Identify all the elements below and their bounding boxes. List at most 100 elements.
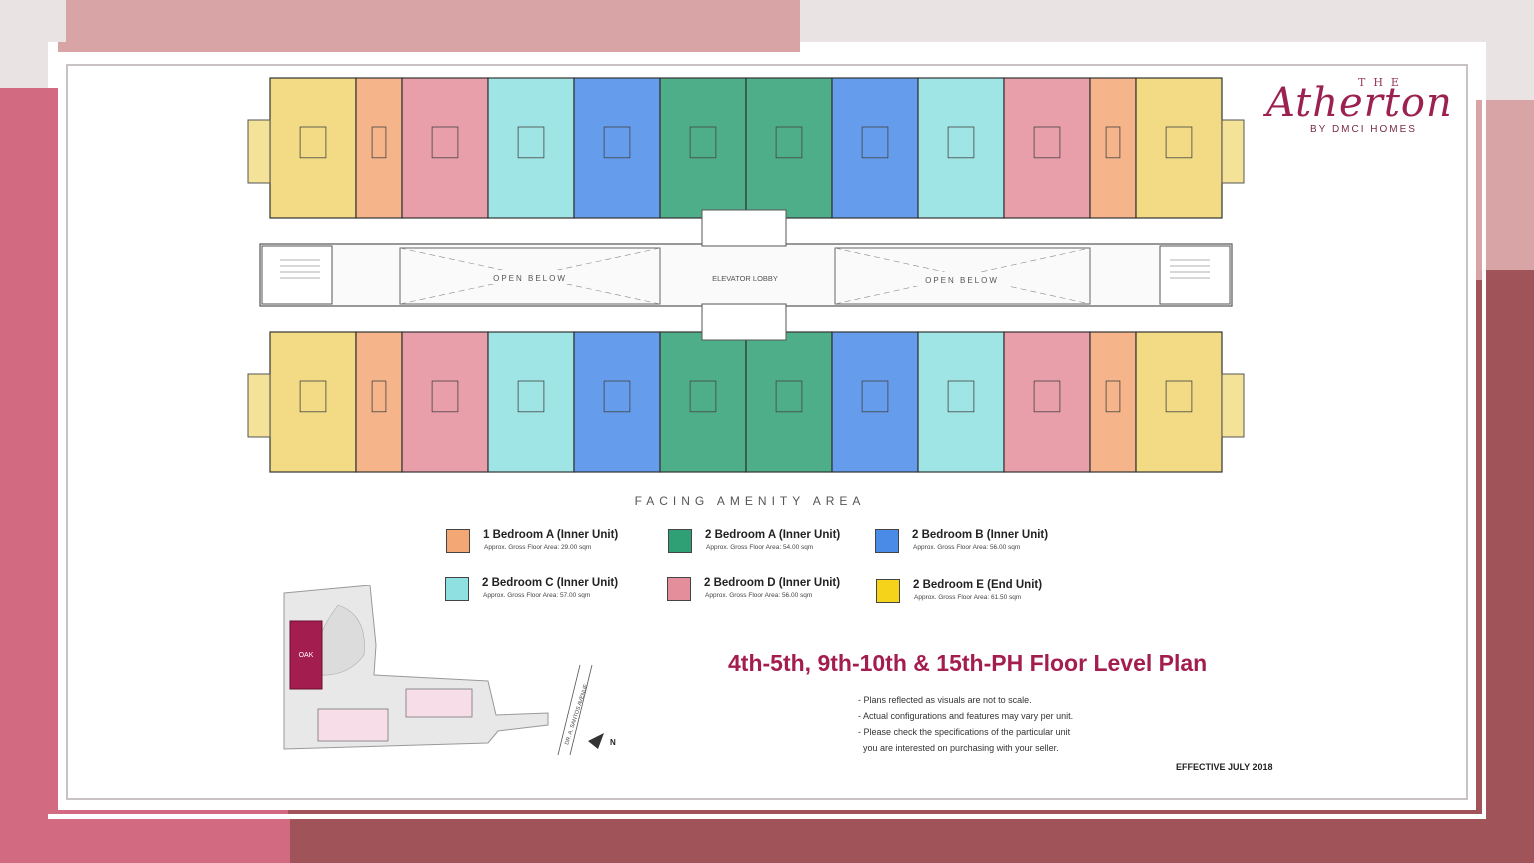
open-below-right-label: OPEN BELOW [925, 276, 999, 285]
unit-bath-detail [775, 380, 803, 413]
unit-two-br-b [831, 77, 919, 219]
unit-bath-detail [431, 380, 459, 413]
unit-one-br-a [355, 331, 403, 473]
open-below-left-label-bg [480, 270, 580, 284]
street-line-1 [557, 664, 581, 756]
unit-two-br-d [401, 331, 489, 473]
unit-two-br-e [269, 331, 357, 473]
elevator-shaft-bottom [701, 303, 787, 341]
bg-block-left-pink [0, 88, 48, 863]
frame-inner-border [66, 64, 1468, 800]
frame-strip-left-pink [48, 88, 60, 814]
unit-two-br-e [269, 77, 357, 219]
effective-date: EFFECTIVE JULY 2018 [1176, 762, 1273, 772]
legend-title: 2 Bedroom D (Inner Unit) [704, 577, 841, 589]
unit-bath-detail [299, 126, 327, 159]
units-top-row [247, 77, 1245, 219]
unit-two-br-c [487, 331, 575, 473]
legend-area: Approx. Gross Floor Area: 56.00 sqm [705, 592, 813, 599]
note-2: - Actual configurations and features may… [858, 711, 1074, 721]
site-building-3 [405, 688, 473, 718]
open-below-left-box [399, 247, 661, 305]
floor-plan: OPEN BELOW OPEN BELOW ELEVATOR LOBBY [247, 77, 1245, 473]
legend-title: 2 Bedroom C (Inner Unit) [482, 577, 619, 589]
stair-left [261, 245, 333, 305]
unit-one-br-a [1089, 331, 1137, 473]
unit-bath-detail [431, 126, 459, 159]
legend-title: 2 Bedroom B (Inner Unit) [912, 529, 1049, 541]
legend-swatch [668, 529, 692, 553]
legend-area: Approx. Gross Floor Area: 56.00 sqm [913, 544, 1021, 551]
street-line-2 [569, 664, 593, 756]
units-bottom-row [247, 331, 1245, 473]
north-arrow-icon [588, 733, 604, 749]
open-below-right-label-bg [912, 272, 1012, 286]
atherton-logo: Atherton THE BY DMCI HOMES [1262, 74, 1462, 144]
note-4: you are interested on purchasing with yo… [858, 743, 1059, 753]
elevator-lobby-label: ELEVATOR LOBBY [712, 274, 778, 283]
unit-two-br-d [1003, 77, 1091, 219]
unit-two-br-e [1135, 77, 1223, 219]
open-below-right-box [834, 247, 1091, 305]
balcony-left [247, 119, 271, 184]
balcony-left [247, 373, 271, 438]
legend-area: Approx. Gross Floor Area: 57.00 sqm [483, 592, 591, 599]
unit-bath-detail [517, 126, 545, 159]
logo-name: Atherton [1266, 80, 1453, 126]
unit-two-br-b [831, 331, 919, 473]
floor-plan-title: 4th-5th, 9th-10th & 15th-PH Floor Level … [728, 650, 1208, 676]
facing-amenity-label: FACING AMENITY AREA [634, 494, 866, 508]
stair-right [1159, 245, 1231, 305]
unit-bath-detail [517, 380, 545, 413]
unit-bath-detail [1033, 126, 1061, 159]
bg-block-top-pink [66, 0, 800, 42]
bg-block-right-maroon [1486, 270, 1534, 863]
logo-the: THE [1358, 76, 1407, 89]
legend-title: 1 Bedroom A (Inner Unit) [483, 529, 619, 541]
unit-two-br-b [573, 77, 661, 219]
unit-two-br-a [745, 331, 833, 473]
note-1: - Plans reflected as visuals are not to … [858, 695, 1032, 705]
unit-two-br-d [401, 77, 489, 219]
unit-two-br-c [487, 77, 575, 219]
site-building-2 [317, 708, 389, 742]
unit-bath-detail [603, 380, 631, 413]
legend-swatch [875, 529, 899, 553]
site-plan: OAK DR. A. SANTOS AVENUE N [283, 585, 616, 756]
legend-swatch [667, 577, 691, 601]
unit-bath-detail [371, 380, 387, 413]
unit-bath-detail [299, 380, 327, 413]
unit-two-br-d [1003, 331, 1091, 473]
oak-building [289, 620, 323, 690]
unit-two-br-e [1135, 331, 1223, 473]
stair-right-treads [1170, 259, 1210, 279]
balcony-right [1221, 119, 1245, 184]
legend-swatch [446, 529, 470, 553]
unit-bath-detail [603, 126, 631, 159]
unit-two-br-b [573, 331, 661, 473]
legend-title: 2 Bedroom E (End Unit) [913, 579, 1043, 591]
bg-block-right-pale-pink [1486, 100, 1534, 270]
legend-area: Approx. Gross Floor Area: 29.00 sqm [484, 544, 592, 551]
unit-bath-detail [1033, 380, 1061, 413]
frame-strip-top-pink [58, 42, 800, 54]
bg-block-bottom-maroon [290, 819, 1534, 863]
notes: - Plans reflected as visuals are not to … [858, 692, 1073, 756]
balcony-right [1221, 373, 1245, 438]
bg-block-bottom-left-pink [0, 819, 290, 863]
legend-swatch [876, 579, 900, 603]
unit-two-br-a [745, 77, 833, 219]
legend-area: Approx. Gross Floor Area: 54.00 sqm [706, 544, 814, 551]
open-below-left-label: OPEN BELOW [493, 274, 567, 283]
unit-bath-detail [861, 126, 889, 159]
stair-left-treads [280, 259, 320, 279]
logo-by: BY DMCI HOMES [1310, 124, 1417, 135]
unit-bath-detail [1105, 126, 1121, 159]
unit-one-br-a [1089, 77, 1137, 219]
unit-two-br-c [917, 331, 1005, 473]
unit-two-br-a [659, 331, 747, 473]
unit-bath-detail [947, 126, 975, 159]
unit-bath-detail [689, 126, 717, 159]
oak-building-label: OAK [299, 652, 314, 659]
north-label: N [610, 738, 616, 747]
